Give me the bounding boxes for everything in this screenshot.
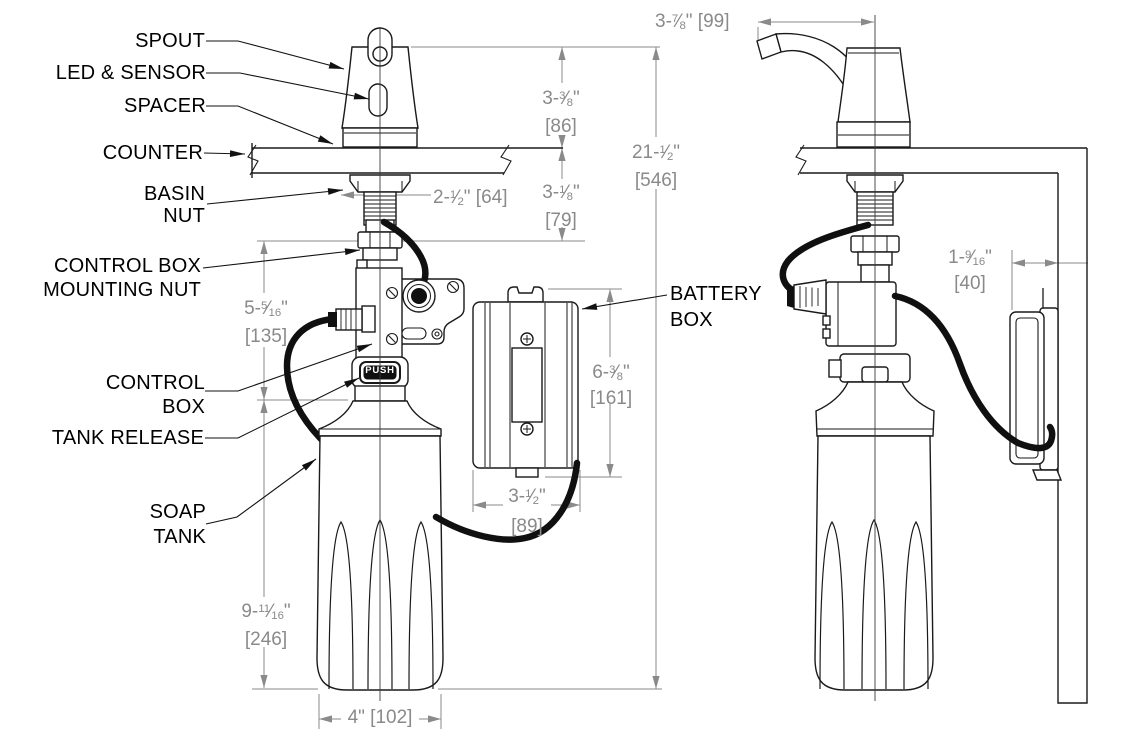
label-tank-release: TANK RELEASE <box>51 427 204 449</box>
label-control-box: CONTROL BOX <box>105 372 205 418</box>
leader-tank-release <box>205 377 360 439</box>
plate-slot <box>401 327 427 340</box>
cable-to-battery-b <box>432 459 581 543</box>
side-view <box>756 32 935 691</box>
tank-grip-grooves-side <box>819 518 929 690</box>
mounting-tab <box>507 286 544 303</box>
soap-tank-side <box>814 435 934 691</box>
spout-body-side <box>837 47 911 123</box>
label-control-box-mounting-nut: CONTROL BOX MOUNTING NUT <box>43 255 201 301</box>
leader-battery-box <box>581 294 668 310</box>
counter-front-view <box>247 143 563 178</box>
cable-to-battery-a <box>283 315 337 450</box>
front-view <box>283 27 465 691</box>
leader-lines <box>202 40 668 525</box>
spout-arm <box>775 32 849 95</box>
dim-battery-box-depth: 1-9⁄16" [40] <box>948 247 992 295</box>
spout-nozzle <box>756 33 782 60</box>
label-basin-nut: BASIN NUT <box>143 183 205 227</box>
dim-counter-hole: 2-1⁄2" [64] <box>433 187 508 209</box>
dim-overall-height: 21-1⁄2" [546] <box>631 142 681 192</box>
label-battery-box: BATTERY BOX <box>670 283 762 331</box>
break-symbol <box>500 144 512 176</box>
break-symbol <box>795 144 807 176</box>
dim-control-box-height: 5-5⁄16" [135] <box>244 298 288 348</box>
centerlines <box>379 15 876 701</box>
push-button-label: PUSH <box>365 365 395 376</box>
dim-tank-width: 4" [102] <box>347 707 413 728</box>
battery-box-front <box>472 286 579 478</box>
leader-counter <box>203 150 246 158</box>
dim-spout-above-counter: 3-3⁄8" [86] <box>542 88 580 138</box>
battery-box-side-front <box>1009 311 1045 465</box>
leader-basin-nut <box>206 188 344 205</box>
leader-mounting-nut <box>202 248 361 269</box>
dim-battery-box-width: 3-1⁄2" [89] <box>508 486 546 538</box>
leader-spacer <box>206 105 334 145</box>
label-counter: COUNTER <box>102 142 203 164</box>
battery-connector <box>335 308 363 331</box>
leader-soap-tank <box>205 458 317 525</box>
label-spout: SPOUT <box>135 30 205 52</box>
label-spacer: SPACER <box>124 95 206 117</box>
wall-outline <box>1057 148 1088 704</box>
dimension-lines <box>252 18 1088 729</box>
battery-door-slot <box>511 347 543 423</box>
cable-box-to-battery-side <box>891 292 1056 452</box>
label-soap-tank: SOAP TANK <box>149 501 206 548</box>
battery-plug-side <box>793 279 827 315</box>
battery-box-side <box>1009 288 1063 481</box>
dim-spout-reach: 3-7⁄8" [99] <box>655 11 730 33</box>
cable-shank-to-plug <box>779 221 872 297</box>
control-box-side <box>825 281 897 347</box>
label-led-sensor: LED & SENSOR <box>55 62 206 84</box>
dim-battery-box-height: 6-3⁄8" [161] <box>589 362 633 410</box>
led-sensor-window <box>368 83 388 117</box>
break-symbol <box>247 144 259 176</box>
leader-spout <box>206 40 345 70</box>
dim-counter-to-mounting-nut: 3-1⁄8" [79] <box>542 182 580 232</box>
leader-led-sensor <box>206 72 370 100</box>
leader-control-box <box>205 343 373 392</box>
dim-tank-height: 9-11⁄16" [246] <box>241 601 291 651</box>
